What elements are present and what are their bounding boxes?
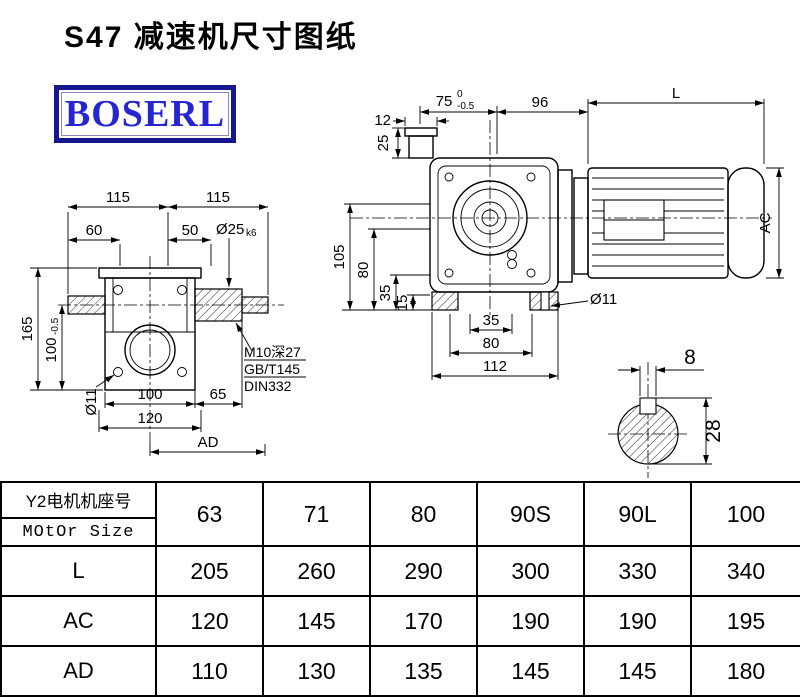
table-header-row: Y2电机机座号 MOtOr Size 63 71 80 90S 90L 100: [0, 481, 800, 547]
dim-hole-dia11-side: Ø11: [590, 291, 617, 308]
dimension-drawing: 115 115 60 50 Ø25 k6 165 100 -0.5 Ø11: [19, 85, 784, 478]
dim-80-bottom: 80: [483, 335, 500, 352]
note-standard-din: DIN332: [244, 378, 292, 394]
side-view: 75 0 -0.5 96 L 12 25: [331, 85, 784, 380]
brand-logo-text: BOSERL: [64, 93, 226, 135]
table-cell: 145: [262, 595, 371, 647]
brand-logo-box: BOSERL: [54, 85, 236, 143]
dim-25: 25: [375, 135, 392, 152]
table-cell: 145: [476, 645, 585, 697]
size-header-80: 80: [369, 481, 478, 547]
dim-35-left: 35: [377, 285, 394, 302]
dim-75-tol-lower: -0.5: [457, 101, 475, 112]
table-cell: 170: [369, 595, 478, 647]
row-label-AD: AD: [0, 645, 157, 697]
dim-75-tol-upper: 0: [457, 89, 463, 100]
side-view-plug-dims: 12 25: [374, 112, 449, 159]
oil-plug: [507, 250, 517, 260]
size-header-90s: 90S: [476, 481, 585, 547]
side-view-housing: [404, 127, 559, 311]
table-cell: 190: [583, 595, 692, 647]
motor-size-table: Y2电机机座号 MOtOr Size 63 71 80 90S 90L 100 …: [0, 481, 800, 697]
side-view-bottom-dims: 35 80 112 Ø11: [431, 291, 617, 380]
table-cell: 205: [155, 545, 264, 597]
dim-75: 75: [436, 93, 453, 110]
row-label-L: L: [0, 545, 157, 597]
dim-shaft-fit: k6: [246, 228, 257, 239]
breather-plug: [408, 135, 434, 159]
dim-115-left: 115: [106, 189, 130, 206]
table-cell: 190: [476, 595, 585, 647]
table-header-en: MOtOr Size: [22, 523, 135, 542]
foot-lug-left: [431, 291, 459, 311]
side-view-left-dims: 105 80 35 15: [331, 203, 432, 312]
table-header-cn: Y2电机机座号: [2, 483, 155, 519]
dim-100-height-tol: -0.5: [50, 317, 61, 335]
dim-shaft-dia: Ø25: [216, 221, 244, 238]
shaft-keyway-detail: 8 28: [608, 346, 725, 478]
front-view-centerlines: [58, 256, 284, 444]
side-view-motor: [557, 167, 765, 283]
dim-65: 65: [210, 386, 227, 403]
table-cell: 290: [369, 545, 478, 597]
table-cell: 130: [262, 645, 371, 697]
keyway-slot: [639, 397, 657, 415]
table-cell: 340: [690, 545, 800, 597]
dim-165: 165: [19, 316, 36, 341]
table-header-cell: Y2电机机座号 MOtOr Size: [0, 481, 157, 547]
dim-keyway-depth: 28: [702, 419, 725, 442]
table-cell: 180: [690, 645, 800, 697]
table-cell: 145: [583, 645, 692, 697]
table-cell: 330: [583, 545, 692, 597]
front-view-left-dims: 165 100 -0.5 Ø11: [19, 267, 115, 416]
table-cell: 135: [369, 645, 478, 697]
side-view-centerlines: [350, 120, 772, 318]
side-view-top-dims: 75 0 -0.5 96 L: [419, 85, 765, 164]
note-thread: M10深27: [244, 344, 301, 360]
front-view-bottom-dims: 100 65 120 AD: [98, 315, 266, 456]
dim-60: 60: [86, 222, 103, 239]
note-standard-gbt: GB/T145: [244, 361, 300, 377]
dim-105: 105: [331, 244, 348, 269]
foot-bolt-hole: [540, 291, 550, 311]
table-cell: 120: [155, 595, 264, 647]
front-view-top-dims: 115 115 60 50 Ø25 k6: [67, 189, 269, 295]
dim-96: 96: [532, 94, 549, 111]
table-row-L: L 205 260 290 300 330 340: [0, 545, 800, 597]
dim-100-height: 100: [43, 337, 60, 362]
page-title: S47 减速机尺寸图纸: [64, 21, 358, 54]
dim-12: 12: [374, 112, 391, 129]
size-header-71: 71: [262, 481, 371, 547]
size-header-100: 100: [690, 481, 800, 547]
table-cell: 300: [476, 545, 585, 597]
dim-AD: AD: [198, 434, 219, 451]
dim-80-left: 80: [355, 262, 372, 279]
dim-50: 50: [182, 222, 199, 239]
dim-35-bottom: 35: [483, 312, 500, 329]
dim-keyway-width: 8: [684, 346, 696, 369]
dim-hole-dia11-front: Ø11: [83, 388, 100, 415]
front-view: 115 115 60 50 Ø25 k6 165 100 -0.5 Ø11: [19, 189, 306, 456]
table-cell: 110: [155, 645, 264, 697]
breather-plug-cap: [404, 127, 438, 137]
size-header-63: 63: [155, 481, 264, 547]
dim-15: 15: [394, 295, 411, 312]
dim-L: L: [672, 85, 680, 102]
table-cell: 195: [690, 595, 800, 647]
dim-112: 112: [483, 358, 507, 375]
table-row-AC: AC 120 145 170 190 190 195: [0, 595, 800, 647]
dim-100-bottom: 100: [137, 386, 162, 403]
dim-AC: AC: [757, 212, 774, 233]
dim-120: 120: [137, 410, 162, 427]
fan-cover: [727, 167, 765, 279]
row-label-AC: AC: [0, 595, 157, 647]
table-cell: 260: [262, 545, 371, 597]
dim-115-right: 115: [206, 189, 230, 206]
side-view-ac-dim: AC: [757, 167, 784, 279]
front-view-notes: M10深27 GB/T145 DIN332: [235, 322, 306, 394]
size-header-90l: 90L: [583, 481, 692, 547]
table-row-AD: AD 110 130 135 145 145 180: [0, 645, 800, 697]
